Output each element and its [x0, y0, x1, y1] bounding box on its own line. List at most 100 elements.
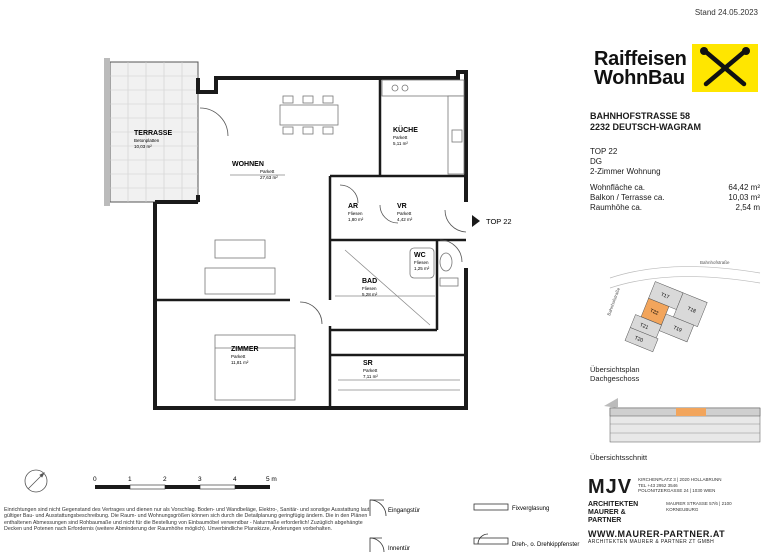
architect-sub: ARCHITEKTEN MAURER & PARTNER ZT GMBH — [588, 539, 715, 545]
architect-addr-2: TEL +43 2952 3546 — [638, 482, 678, 488]
unit-top: TOP 22 — [590, 147, 618, 156]
unit-label: T17 — [660, 292, 670, 301]
metric-value: 64,42 m² — [728, 183, 760, 192]
legend-tilt: Dreh-, o. Drehkippfenster — [512, 542, 579, 548]
unit-label: T20 — [634, 335, 644, 344]
room-labels: TERRASSE Betonplatten 10,03 m² WOHNEN Pa… — [134, 125, 430, 379]
address-city: 2232 DEUTSCH-WAGRAM — [590, 122, 702, 132]
raiffeisen-gable-icon — [692, 44, 758, 92]
terrace-name: TERRASSE — [134, 130, 172, 137]
metric-row: Raumhöhe ca. 2,54 m — [590, 203, 760, 213]
dining-furniture — [279, 95, 339, 135]
top-label: TOP 22 — [486, 217, 512, 226]
section-caption: Übersichtsschnitt — [590, 453, 648, 462]
exterior-walls — [153, 70, 468, 410]
bad-area: 5,28 m² — [362, 292, 378, 297]
overview-caption: Übersichtsplan — [590, 365, 640, 374]
unit-label: T21 — [639, 322, 649, 331]
brand-logo-text: Raiffeisen WohnBau — [594, 48, 687, 89]
metric-label: Wohnfläche ca. — [590, 183, 645, 192]
scale-tick: 0 — [93, 476, 97, 483]
entry-arrow-icon — [472, 215, 480, 227]
kitchen-counter — [381, 79, 465, 175]
terrace-area — [104, 58, 199, 206]
bath-fixtures — [409, 247, 459, 287]
brand-line-1: Raiffeisen — [594, 48, 687, 70]
wc-area: 1,25 m² — [414, 266, 430, 271]
wohnen-area: 27,63 m² — [260, 175, 278, 180]
unit-label: T18 — [686, 306, 696, 315]
overview-caption-floor: Dachgeschoss — [590, 374, 640, 383]
interior-walls — [155, 80, 466, 406]
vr-area: 4,42 m² — [397, 217, 413, 222]
terrace-floor: Betonplatten — [134, 138, 160, 143]
kueche-floor: Parkett — [393, 135, 408, 140]
ar-area: 1,80 m² — [348, 217, 364, 222]
unit-type: 2-Zimmer Wohnung — [590, 167, 661, 176]
scale-tick: 3 — [198, 476, 202, 483]
sr-area: 7,11 m² — [363, 374, 378, 379]
legend-fixed: Fixverglasung — [512, 506, 549, 512]
legend-entrance: Eingangstür — [388, 508, 420, 514]
overview-buildings: T17 T18 T22 T19 T21 T20 — [624, 281, 708, 353]
scale-tick: 5 m — [266, 476, 277, 483]
wohnen-name: WOHNEN — [232, 161, 264, 168]
bed — [214, 334, 296, 401]
scale-tick: 4 — [233, 476, 237, 483]
unit-floor: DG — [590, 157, 602, 166]
architect-line-1: ARCHITEKTEN — [588, 501, 639, 508]
kueche-area: 5,11 m² — [393, 141, 408, 146]
date-stamp: Stand 24.05.2023 — [694, 8, 758, 17]
terrace-area: 10,03 m² — [134, 144, 152, 149]
metric-label: Balkon / Terrasse ca. — [590, 193, 665, 202]
unit-label: T22 — [649, 308, 659, 317]
overview-captions: Übersichtsplan Dachgeschoss — [590, 365, 640, 383]
scale-bar: 0 1 2 3 4 5 m — [93, 476, 277, 490]
architect-addr-1: KIRCHENPLATZ 3 | 2020 HOLLABRUNN — [638, 477, 722, 482]
sr-name: SR — [363, 360, 373, 367]
architect-logo: MJV — [588, 476, 633, 498]
vr-floor: Parkett — [397, 211, 412, 216]
wohnen-floor: Parkett — [260, 169, 275, 174]
door-swings — [199, 107, 467, 325]
kueche-name: KÜCHE — [393, 125, 418, 134]
floor-plan: TERRASSE Betonplatten 10,03 m² WOHNEN Pa… — [24, 58, 512, 493]
zimmer-floor: Parkett — [231, 354, 246, 359]
metric-label: Raumhöhe ca. — [590, 203, 643, 212]
sr-floor: Parkett — [363, 368, 378, 373]
metric-row: Balkon / Terrasse ca. 10,03 m² — [590, 193, 760, 203]
overview-street-2: Bahnhofstraße — [606, 286, 621, 316]
vr-name: VR — [397, 203, 407, 210]
metric-value: 2,54 m — [735, 203, 760, 212]
ar-floor: Fliesen — [348, 211, 363, 216]
bad-name: BAD — [362, 278, 377, 285]
legend-interior: Innentür — [388, 546, 410, 552]
address-street: BAHNHOFSTRASSE 58 — [590, 111, 691, 121]
architect-url[interactable]: WWW.MAURER-PARTNER.AT — [588, 529, 726, 539]
architect-addr-3: POLONITZERGASSE 24 | 1030 WIEN — [638, 488, 716, 493]
north-arrow-icon — [24, 469, 48, 493]
disclaimer-text: Einrichtungen sind nicht Gegenstand des … — [4, 507, 370, 533]
bad-floor: Fliesen — [362, 286, 377, 291]
scale-tick: 2 — [163, 476, 167, 483]
scale-tick: 1 — [128, 476, 132, 483]
unit-label: T19 — [672, 325, 682, 334]
zimmer-area: 11,81 m² — [231, 360, 249, 365]
architect-block: MJV KIRCHENPLATZ 3 | 2020 HOLLABRUNN TEL… — [588, 476, 764, 545]
overview-street: Bahnhofstraße — [700, 260, 730, 265]
project-address: BAHNHOFSTRASSE 58 2232 DEUTSCH-WAGRAM — [590, 111, 701, 133]
hatch-lines — [230, 174, 460, 391]
unit-info: TOP 22 DG 2-Zimmer Wohnung — [590, 147, 661, 177]
metric-value: 10,03 m² — [728, 193, 760, 202]
metric-row: Wohnfläche ca. 64,42 m² — [590, 183, 760, 193]
wc-name: WC — [414, 252, 426, 259]
overview-plan: Bahnhofstraße Bahnhofstraße T17 T18 T22 … — [606, 260, 761, 353]
brand-line-2: WohnBau — [594, 67, 685, 89]
entry-marker: TOP 22 — [472, 215, 512, 227]
wc-floor: Fliesen — [414, 260, 429, 265]
architect-addr-4: MAURER STRASSE 57/6 | 2100 KORNEUBURG — [666, 501, 732, 512]
section-plan — [604, 398, 761, 443]
zimmer-name: ZIMMER — [231, 346, 259, 353]
unit-metrics: Wohnfläche ca. 64,42 m² Balkon / Terrasse… — [590, 183, 760, 213]
legend-symbols: Eingangstür Innentür Fixverglasung Dreh-… — [369, 499, 579, 553]
